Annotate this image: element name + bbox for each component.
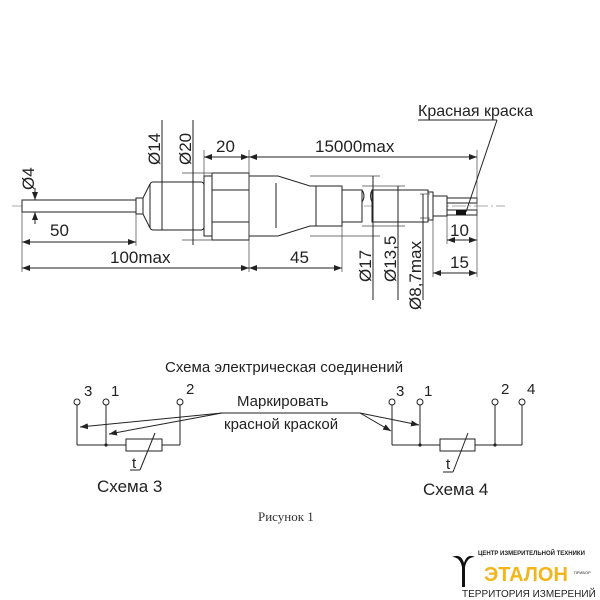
sensor-outline xyxy=(12,172,505,241)
dimension-lines xyxy=(22,119,498,300)
red-paint-label: Красная краска xyxy=(418,103,533,120)
thermistor-t: t xyxy=(446,456,451,473)
terminal-1: 1 xyxy=(424,383,432,400)
dim-15000max: 15000max xyxy=(315,137,395,156)
terminal-2: 2 xyxy=(501,381,509,398)
terminal-3: 3 xyxy=(84,383,92,400)
logo-emblem-icon xyxy=(452,555,475,587)
dim-d17: Ø17 xyxy=(356,250,375,282)
dimension-labels: 50 100max 45 20 15000max 10 15 Ø4 Ø14 Ø2… xyxy=(19,103,533,310)
marking-line-2: красной краской xyxy=(224,416,338,433)
terminal-2: 2 xyxy=(186,381,194,398)
dim-d14: Ø14 xyxy=(145,133,164,165)
dim-20: 20 xyxy=(216,137,235,156)
logo-badge: ПРИБОР xyxy=(574,570,591,575)
etalon-logo: ЦЕНТР ИЗМЕРИТЕЛЬНОЙ ТЕХНИКИ ЭТАЛОН ПРИБО… xyxy=(452,549,596,600)
red-paint-mark xyxy=(456,210,466,215)
scheme-3-label: Схема 3 xyxy=(97,477,162,496)
dim-d8-7max: Ø8,7max xyxy=(406,241,425,310)
dim-15: 15 xyxy=(450,253,469,272)
schematic-title: Схема электрическая соединений xyxy=(165,359,403,376)
logo-top-text: ЦЕНТР ИЗМЕРИТЕЛЬНОЙ ТЕХНИКИ xyxy=(478,549,585,557)
dim-100max: 100max xyxy=(110,248,171,267)
logo-bottom-text: ТЕРРИТОРИЯ ИЗМЕРЕНИЙ xyxy=(462,587,596,600)
dim-d13-5: Ø13,5 xyxy=(381,236,400,282)
dim-d20: Ø20 xyxy=(176,133,195,165)
terminal-4: 4 xyxy=(527,381,535,398)
extension-lines xyxy=(21,150,478,277)
terminal-1: 1 xyxy=(111,383,119,400)
terminal-3: 3 xyxy=(396,383,404,400)
dim-10: 10 xyxy=(450,221,469,240)
figure-caption: Рисунок 1 xyxy=(258,509,314,524)
marking-note: Маркировать красной краской xyxy=(79,393,420,436)
scheme-4: 3 1 2 4 t Схема 4 xyxy=(388,381,535,499)
dim-d4: Ø4 xyxy=(19,167,38,190)
scheme-3: 3 1 2 t Схема 3 xyxy=(73,381,194,496)
thermistor-t: t xyxy=(132,455,137,472)
marking-line-1: Маркировать xyxy=(237,393,329,410)
logo-name: ЭТАЛОН xyxy=(484,564,568,586)
dim-50: 50 xyxy=(50,221,69,240)
scheme-4-label: Схема 4 xyxy=(423,480,488,499)
dim-45: 45 xyxy=(290,248,309,267)
